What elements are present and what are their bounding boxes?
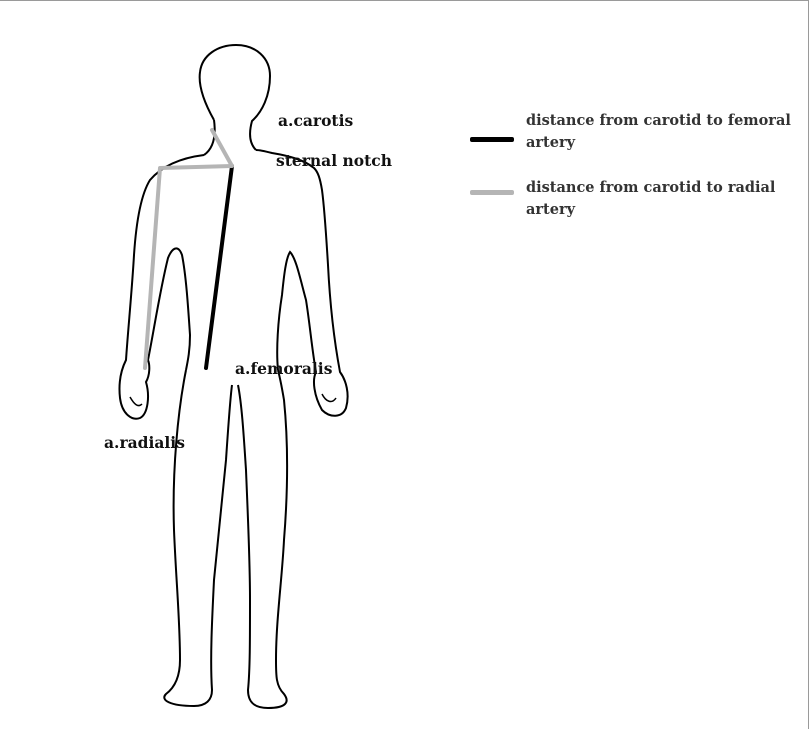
neck-outline xyxy=(204,120,215,155)
radial-distance-path xyxy=(145,130,232,368)
legend-swatch-radial xyxy=(470,190,514,195)
label-carotis: a.carotis xyxy=(278,111,353,130)
right-leg-outline xyxy=(238,370,287,708)
legend-text-radial: distance from carotid to radial artery xyxy=(526,177,806,221)
left-arm-outline xyxy=(119,155,204,419)
legend-swatch-femoral xyxy=(470,137,514,142)
legend-text-femoral: distance from carotid to femoral artery xyxy=(526,110,806,154)
label-femoralis: a.femoralis xyxy=(235,359,332,378)
femoral-distance-path xyxy=(206,166,232,368)
right-thumb-outline xyxy=(322,394,336,401)
head-outline xyxy=(200,45,270,150)
left-leg-outline xyxy=(164,370,232,706)
label-radialis: a.radialis xyxy=(104,433,185,452)
left-thumb-outline xyxy=(130,397,142,406)
label-sternal-notch: sternal notch xyxy=(276,151,392,170)
